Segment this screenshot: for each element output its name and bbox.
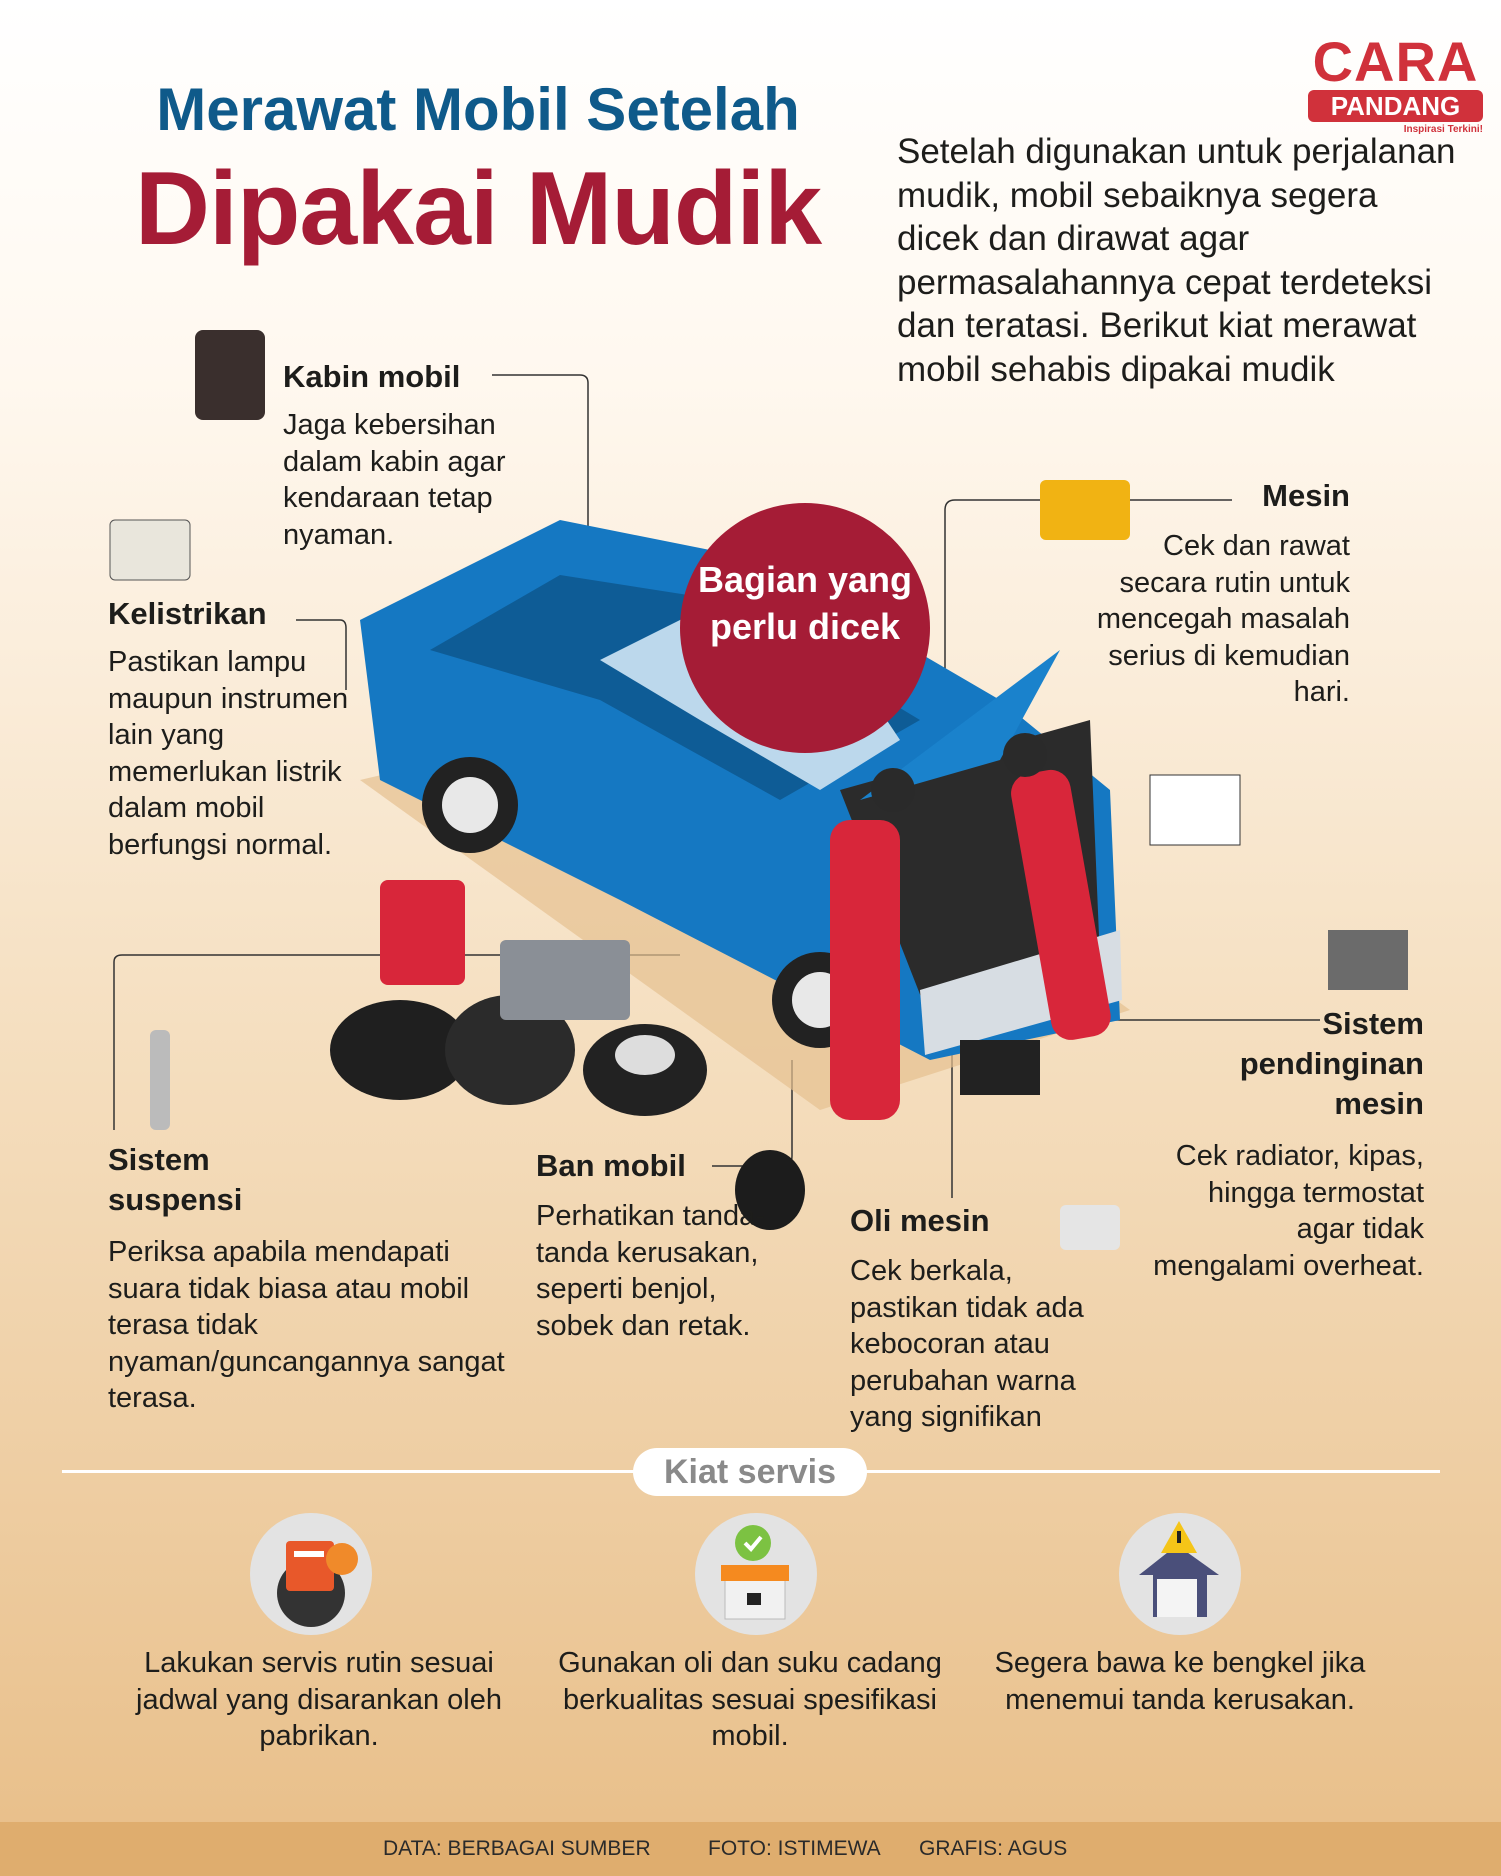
footer-grafis: GRAFIS: AGUS	[919, 1837, 1068, 1860]
part-title: Sistem pendinginan mesin	[1239, 1006, 1424, 1121]
car-illustration	[109, 330, 1408, 1250]
engine-icon	[1040, 480, 1130, 540]
part-kabin: Kabin mobil Jaga kebersihan dalam kabin …	[283, 357, 563, 553]
leader-line-kelistrikan	[296, 619, 347, 690]
part-title: Sistem suspensi	[108, 1142, 243, 1217]
tips-heading: Kiat servis	[633, 1448, 867, 1496]
tire-icon	[735, 1150, 805, 1230]
battery-check-icon	[695, 1513, 817, 1635]
part-title: Mesin	[1262, 478, 1350, 513]
part-title: Kabin mobil	[283, 359, 461, 394]
seat-icon	[195, 330, 265, 420]
part-text: Jaga kebersihan dalam kabin agar kendara…	[283, 409, 506, 551]
part-text: Cek dan rawat secara rutin untuk mencega…	[1096, 530, 1350, 708]
intro-text: Setelah digunakan untuk perjalanan mudik…	[897, 132, 1456, 389]
battery	[960, 1040, 1040, 1095]
footer: DATA: BERBAGAI SUMBER FOTO: ISTIMEWA GRA…	[0, 1822, 1501, 1876]
tool-table	[1149, 774, 1241, 846]
jerry-can	[380, 880, 465, 985]
part-title: Ban mobil	[536, 1148, 686, 1183]
footer-foto: FOTO: ISTIMEWA	[708, 1837, 881, 1860]
logo-line1: CARA	[1312, 30, 1479, 93]
logo-tagline: Inspirasi Terkini!	[1403, 124, 1483, 135]
part-kelistrikan: Kelistrikan Pastikan lampu maupun instru…	[108, 594, 378, 863]
house-warning-icon	[1119, 1513, 1241, 1635]
gear-calendar-icon	[250, 1513, 372, 1635]
radiator-icon	[1328, 930, 1408, 990]
leader-line-kabin	[492, 374, 589, 585]
car-battery-icon	[109, 519, 191, 581]
part-oli: Oli mesin Cek berkala, pastikan tidak ad…	[850, 1201, 1125, 1436]
shock-absorber-icon	[150, 1030, 170, 1130]
tires-stack	[330, 880, 707, 1116]
oil-icon	[1060, 1205, 1120, 1250]
part-ban: Ban mobil Perhatikan tanda-tanda kerusak…	[536, 1146, 791, 1344]
part-suspensi: Sistem suspensi Periksa apabila mendapat…	[108, 1140, 508, 1417]
footer-data: DATA: BERBAGAI SUMBER	[383, 1837, 651, 1860]
part-pendingin: Sistem pendinginan mesin Cek radiator, k…	[1140, 1004, 1424, 1284]
brand-logo: CARA PANDANG Inspirasi Terkini!	[1308, 30, 1483, 135]
part-text: Pastikan lampu maupun instrumen lain yan…	[108, 646, 349, 861]
title-line2: Dipakai Mudik	[134, 151, 822, 267]
leader-line-suspensi	[113, 954, 680, 1130]
tip-text: Gunakan oli dan suku cadang berkualitas …	[558, 1647, 942, 1752]
tip-text: Segera bawa ke bengkel jika menemui tand…	[994, 1647, 1366, 1716]
part-text: Periksa apabila mendapati suara tidak bi…	[108, 1236, 505, 1414]
center-badge: Bagian yang perlu dicek	[680, 503, 930, 753]
part-text: Perhatikan tanda-tanda kerusakan, sepert…	[536, 1200, 765, 1342]
tip-text: Lakukan servis rutin sesuai jadwal yang …	[136, 1647, 502, 1752]
part-text: Cek berkala, pastikan tidak ada kebocora…	[850, 1255, 1084, 1433]
engine-block	[500, 940, 630, 1020]
mechanics	[830, 733, 1111, 1120]
leader-line-mesin	[944, 499, 1232, 780]
part-mesin: Mesin Cek dan rawat secara rutin untuk m…	[1060, 476, 1350, 711]
part-text: Cek radiator, kipas, hingga termostat ag…	[1153, 1140, 1424, 1282]
part-title: Kelistrikan	[108, 596, 267, 631]
part-title: Oli mesin	[850, 1203, 990, 1238]
title-line1: Merawat Mobil Setelah	[156, 76, 800, 143]
logo-line2: PANDANG	[1308, 90, 1483, 122]
